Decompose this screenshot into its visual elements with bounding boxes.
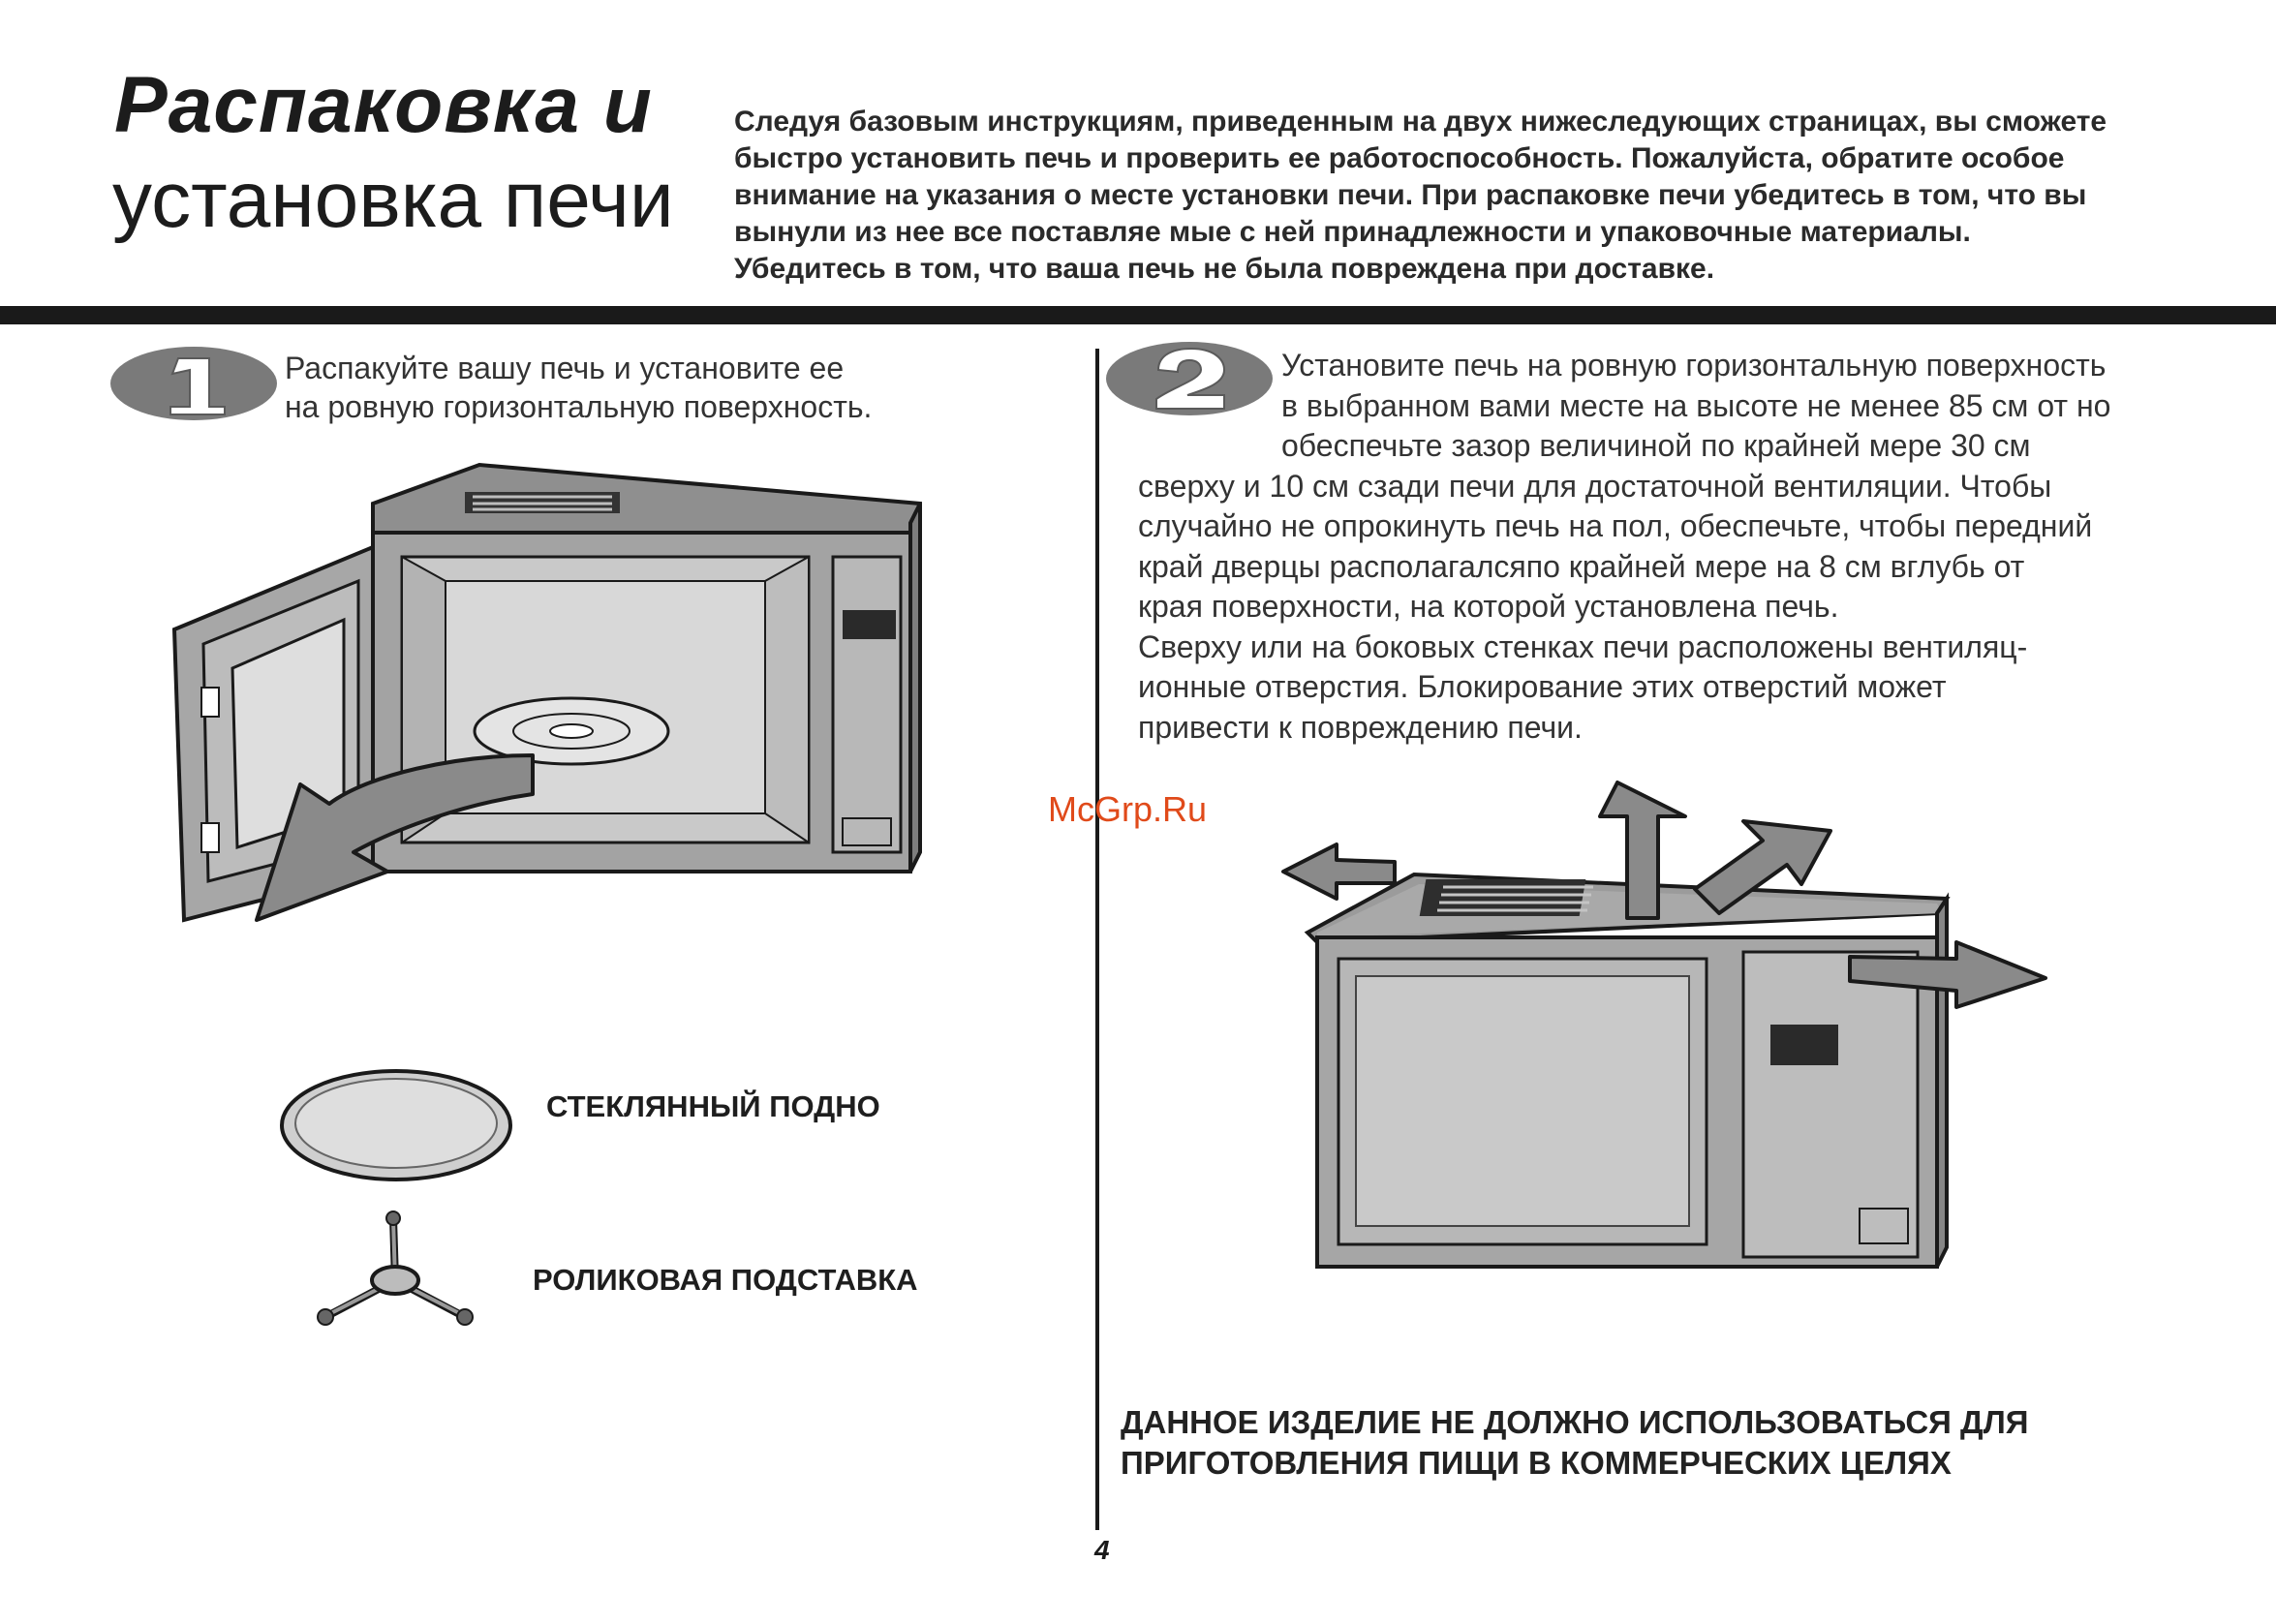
step2-line: Сверху или на боковых стенках печи распо… — [1138, 628, 2028, 664]
step2-line: ионные отверстия. Блокирование этих отве… — [1138, 669, 1947, 704]
step2-line: в выбранном вами месте на высоте не мене… — [1281, 387, 2111, 423]
warning-line: ПРИГОТОВЛЕНИЯ ПИЩИ В КОММЕРЧЕСКИХ ЦЕЛЯХ — [1121, 1445, 1952, 1481]
intro-line: Следуя базовым инструкциям, приведенным … — [734, 106, 2107, 138]
step2-instructions: Установите печь на ровную горизонтальную… — [1138, 346, 2110, 748]
step1-line: Распакуйте вашу печь и установите ее — [285, 351, 845, 385]
step2-line: Установите печь на ровную горизонтальную… — [1281, 348, 2107, 383]
glass-tray-icon — [280, 1069, 512, 1181]
intro-line: Убедитесь в том, что ваша печь не была п… — [734, 253, 1715, 285]
warning-line: ДАННОЕ ИЗДЕЛИЕ НЕ ДОЛЖНО ИСПОЛЬЗОВАТЬСЯ … — [1121, 1404, 2029, 1440]
watermark: McGrp.Ru — [1048, 789, 1208, 829]
step2-line: случайно не опрокинуть печь на пол, обес… — [1138, 508, 2093, 543]
step1-instructions: Распакуйте вашу печь и установите ее на … — [285, 349, 872, 426]
open-microwave-illustration — [171, 462, 922, 923]
intro-line: вынули из нее все поставляе мые с ней пр… — [734, 216, 1971, 248]
step2-line: обеспечьте зазор величиной по крайней ме… — [1281, 428, 2031, 463]
glass-tray-label: СТЕКЛЯННЫЙ ПОДНО — [546, 1089, 880, 1123]
step2-line: привести к повреждению печи. — [1138, 709, 1583, 745]
step2-line: сверху и 10 см сзади печи для достаточно… — [1138, 468, 2052, 504]
page-title-line-2: установка печи — [112, 156, 674, 244]
step2-line: край дверцы располагалсяпо крайней мере … — [1138, 548, 2025, 584]
roller-rest-icon — [317, 1210, 474, 1326]
intro-line: внимание на указания о месте установки п… — [734, 179, 2087, 211]
intro-line: быстро установить печь и проверить ее ра… — [734, 142, 2065, 174]
number-one-badge-icon — [110, 347, 277, 420]
step1-line: на ровную горизонтальную поверхность. — [285, 389, 873, 424]
commercial-use-warning: ДАННОЕ ИЗДЕЛИЕ НЕ ДОЛЖНО ИСПОЛЬЗОВАТЬСЯ … — [1121, 1402, 2028, 1484]
column-divider — [1095, 349, 1099, 1530]
page-title-line-1: Распаковка и — [114, 61, 653, 149]
number-two-badge-icon — [1106, 342, 1273, 415]
roller-rest-label: РОЛИКОВАЯ ПОДСТАВКА — [533, 1263, 918, 1297]
page-number: 4 — [1094, 1535, 1110, 1565]
closed-microwave-ventilation-illustration — [1281, 781, 2047, 1269]
intro-paragraph: Следуя базовым инструкциям, приведенным … — [734, 104, 2226, 288]
header-divider — [0, 306, 2276, 324]
step2-line: края поверхности, на которой установлена… — [1138, 589, 1839, 624]
